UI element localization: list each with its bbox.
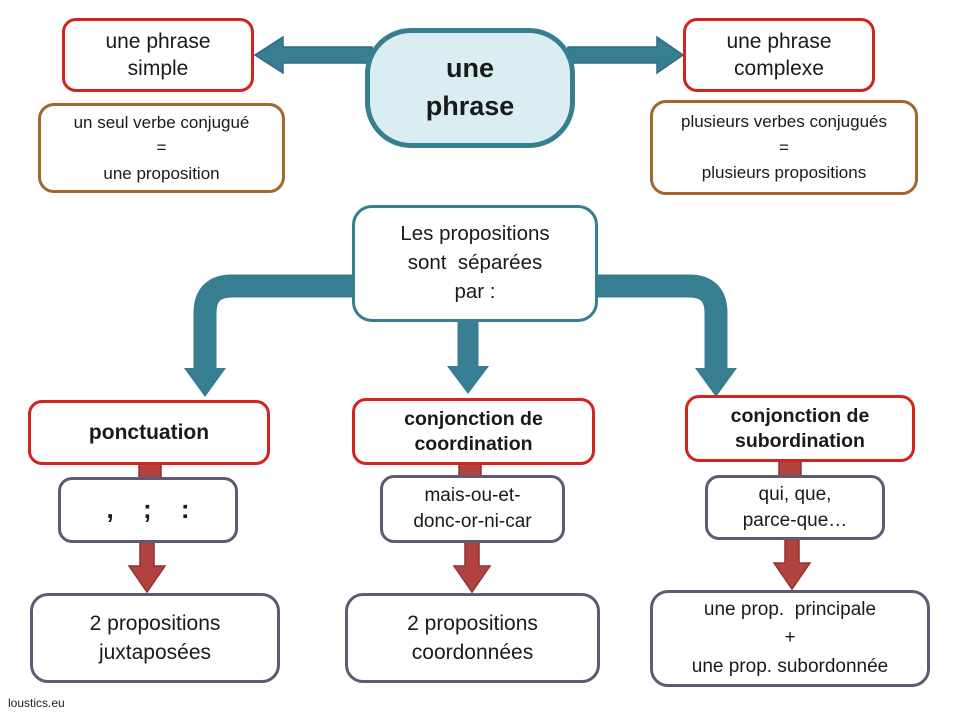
node-propositions-coordonnees: 2 propositions coordonnées [345,593,600,683]
arrow-separator-to-subordination-icon [585,274,737,397]
node-simple-definition: un seul verbe conjugué = une proposition [38,103,285,193]
arrow-root-to-complexe-icon [567,35,685,75]
node-ponctuation-items: , ; : [58,477,238,543]
arrow-items-to-coordonnees-icon [452,540,492,594]
node-complexe-definition: plusieurs verbes conjugués = plusieurs p… [650,100,918,195]
arrow-separator-to-ponctuation-icon [184,274,365,397]
arrow-root-to-simple-icon [253,35,373,75]
node-conjonction-coordination: conjonction de coordination [352,398,595,465]
node-subordination-items: qui, que, parce-que… [705,475,885,540]
site-credit: loustics.eu [8,696,65,710]
arrow-items-to-juxtaposees-icon [127,540,167,594]
node-principale-subordonnee: une prop. principale + une prop. subordo… [650,590,930,687]
node-coordination-items: mais-ou-et- donc-or-ni-car [380,475,565,543]
node-phrase-simple: une phrase simple [62,18,254,92]
arrow-separator-to-coordination-icon [447,316,489,394]
node-ponctuation: ponctuation [28,400,270,465]
node-separator-question: Les propositions sont séparées par : [352,205,598,322]
node-une-phrase: une phrase [365,28,575,148]
arrow-items-to-subordonnee-icon [772,537,812,591]
node-conjonction-subordination: conjonction de subordination [685,395,915,462]
node-propositions-juxtaposees: 2 propositions juxtaposées [30,593,280,683]
node-phrase-complexe: une phrase complexe [683,18,875,92]
